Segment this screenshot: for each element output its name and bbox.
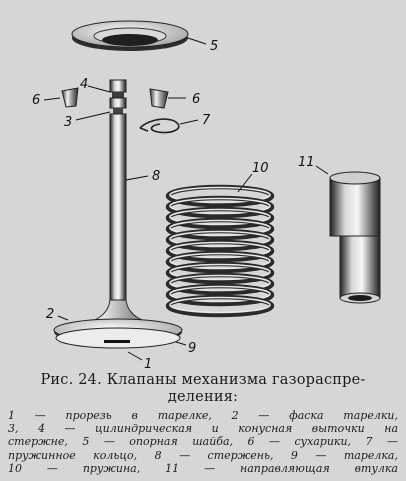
valve-spring — [165, 184, 275, 318]
label-9: 9 — [188, 341, 196, 356]
support-washer — [71, 20, 207, 51]
label-8: 8 — [152, 169, 160, 184]
label-3: 3 — [64, 115, 72, 130]
spring-coil-highlight — [169, 186, 271, 204]
valve-stem — [75, 79, 149, 327]
label-5: 5 — [210, 39, 218, 54]
valve-keeper-left — [43, 87, 79, 108]
guide-bushing — [315, 165, 381, 304]
legend-line: 3, 4 — цилиндрическая и конусная выточки… — [8, 422, 398, 436]
valve-head — [53, 299, 187, 361]
label-1: 1 — [144, 357, 152, 370]
spring-coil-highlight — [169, 208, 271, 226]
valve-assembly-illustration: 5 4 6 6 3 7 8 10 11 2 9 1 — [32, 20, 381, 370]
label-2: 2 — [46, 307, 54, 322]
figure-caption: Рис. 24. Клапаны механизма газораспре- д… — [0, 372, 406, 481]
valve-keeper-right — [149, 88, 186, 109]
spring-coil-highlight — [169, 197, 271, 215]
label-4: 4 — [80, 77, 88, 92]
caption-legend: 1 — прорезь в тарелке, 2 — фаска тарелки… — [8, 409, 398, 475]
legend-line: стержне, 5 — опорная шайба, 6 — сухарики… — [8, 435, 398, 449]
spring-coil-highlight — [169, 285, 271, 303]
label-6-left: 6 — [32, 93, 40, 108]
label-11: 11 — [298, 155, 315, 170]
legend-line: 1 — прорезь в тарелке, 2 — фаска тарелки… — [8, 409, 398, 422]
caption-title: Рис. 24. Клапаны механизма газораспре- д… — [8, 372, 398, 406]
spring-coil-highlight — [169, 274, 271, 292]
spring-coil-highlight — [169, 296, 271, 314]
label-6-right: 6 — [192, 92, 200, 107]
caption-title-line-2: деления: — [167, 389, 239, 405]
legend-line: 10 — пружина, 11 — направляющая втулка — [8, 461, 398, 475]
spring-coil-highlight — [169, 252, 271, 270]
spring-coil-highlight — [169, 230, 271, 248]
label-7: 7 — [202, 113, 211, 128]
caption-title-line-1: Рис. 24. Клапаны механизма газораспре- — [40, 372, 366, 388]
legend-line: пружинное кольцо, 8 — стержень, 9 — таре… — [8, 448, 398, 462]
spring-ring — [139, 118, 199, 134]
spring-coil-highlight — [169, 241, 271, 259]
spring-coil-highlight — [169, 219, 271, 237]
label-10: 10 — [252, 161, 269, 176]
spring-coil-highlight — [169, 263, 271, 281]
